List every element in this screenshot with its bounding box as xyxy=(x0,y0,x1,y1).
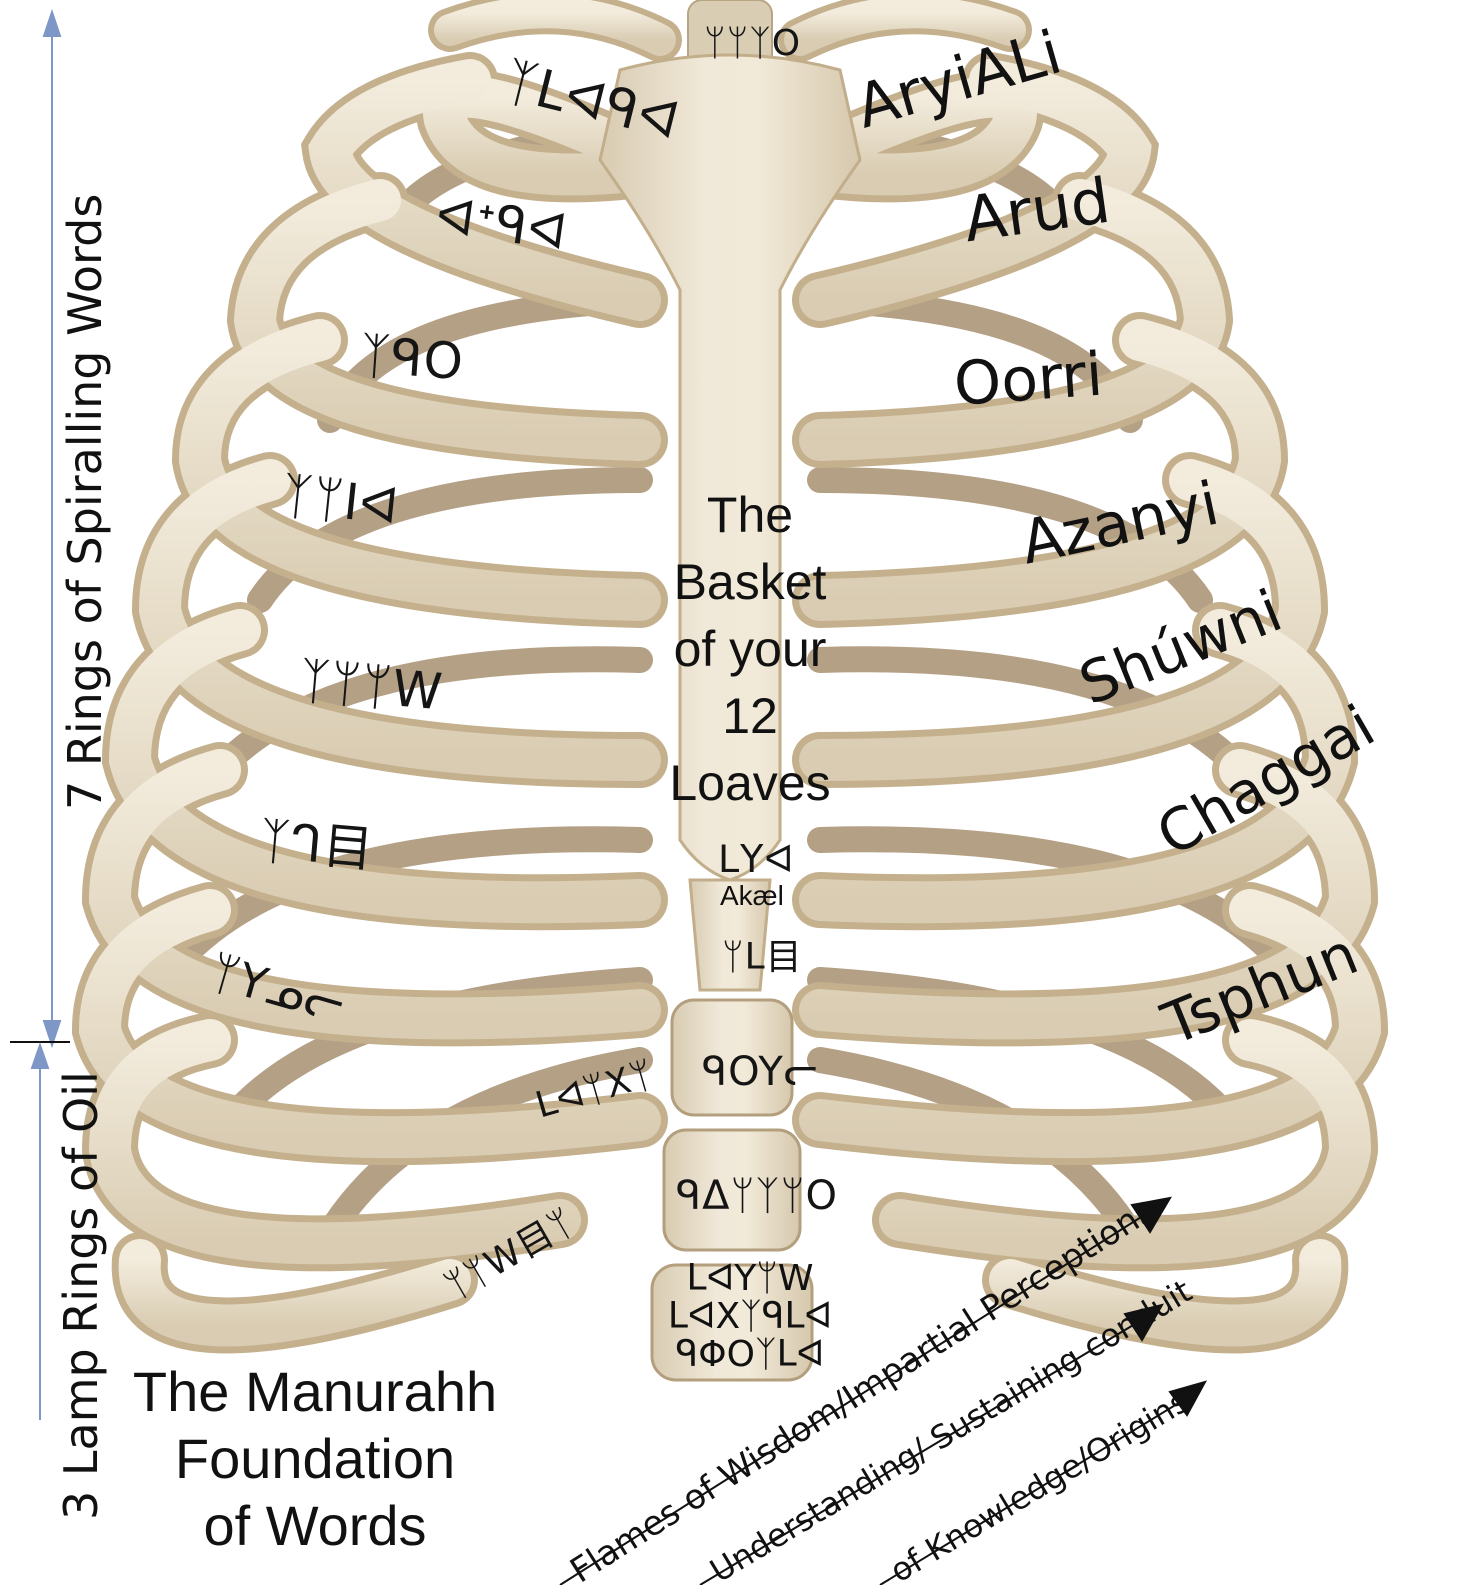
left-glyph-6: ᛉᒉ目 xyxy=(258,815,376,875)
vertebra-glyph-3-line-3: ᑫΦOᛉᒪᐊ xyxy=(640,1336,860,1374)
left-glyph-4: ᛉᛘIᐊ xyxy=(280,470,402,532)
sternum-lower-glyph: ᛘᒪ目 xyxy=(722,940,803,976)
foundation-line-2: Foundation xyxy=(120,1425,510,1492)
akael-glyph: ᒪYᐊ xyxy=(718,840,795,878)
foundation-line-3: of Words xyxy=(120,1492,510,1559)
vertebra-glyph-3-line-2: ᒪᐊXᛉᑫᒪᐊ xyxy=(640,1298,860,1336)
vertebra-glyph-3: ᒪᐊYᛘW ᒪᐊXᛉᑫᒪᐊ ᑫΦOᛉᒪᐊ xyxy=(640,1260,860,1374)
right-name-3: Oorri xyxy=(952,345,1105,415)
seven-rings-label: 7 Rings of Spiralling Words xyxy=(62,194,108,810)
left-glyph-5: ᛉᛘᛘW xyxy=(298,655,445,717)
basket-line-1: The Basket xyxy=(630,482,870,616)
akael-name: Akæl xyxy=(720,882,784,910)
right-name-2: Arud xyxy=(960,170,1114,252)
basket-text: The Basket of your 12 Loaves xyxy=(630,482,870,817)
foundation-line-1: The Manurahh xyxy=(120,1358,510,1425)
foundation-text: The Manurahh Foundation of Words xyxy=(120,1358,510,1559)
left-glyph-3: ᛉᑫO xyxy=(359,330,466,387)
basket-line-3: 12 xyxy=(630,683,870,750)
vertebra-glyph-3-line-1: ᒪᐊYᛘW xyxy=(640,1260,860,1298)
basket-line-2: of your xyxy=(630,616,870,683)
three-lamp-rings-label: 3 Lamp Rings of Oil xyxy=(58,1071,104,1520)
basket-line-4: Loaves xyxy=(630,750,870,817)
vertebra-glyph-2: ᑫᐃᛘᛉᛘO xyxy=(676,1176,838,1216)
sternum-top-glyph: ᛘᛘᛉO xyxy=(704,26,801,62)
vertebra-glyph-1: ᑫOYᓕ xyxy=(702,1052,819,1092)
